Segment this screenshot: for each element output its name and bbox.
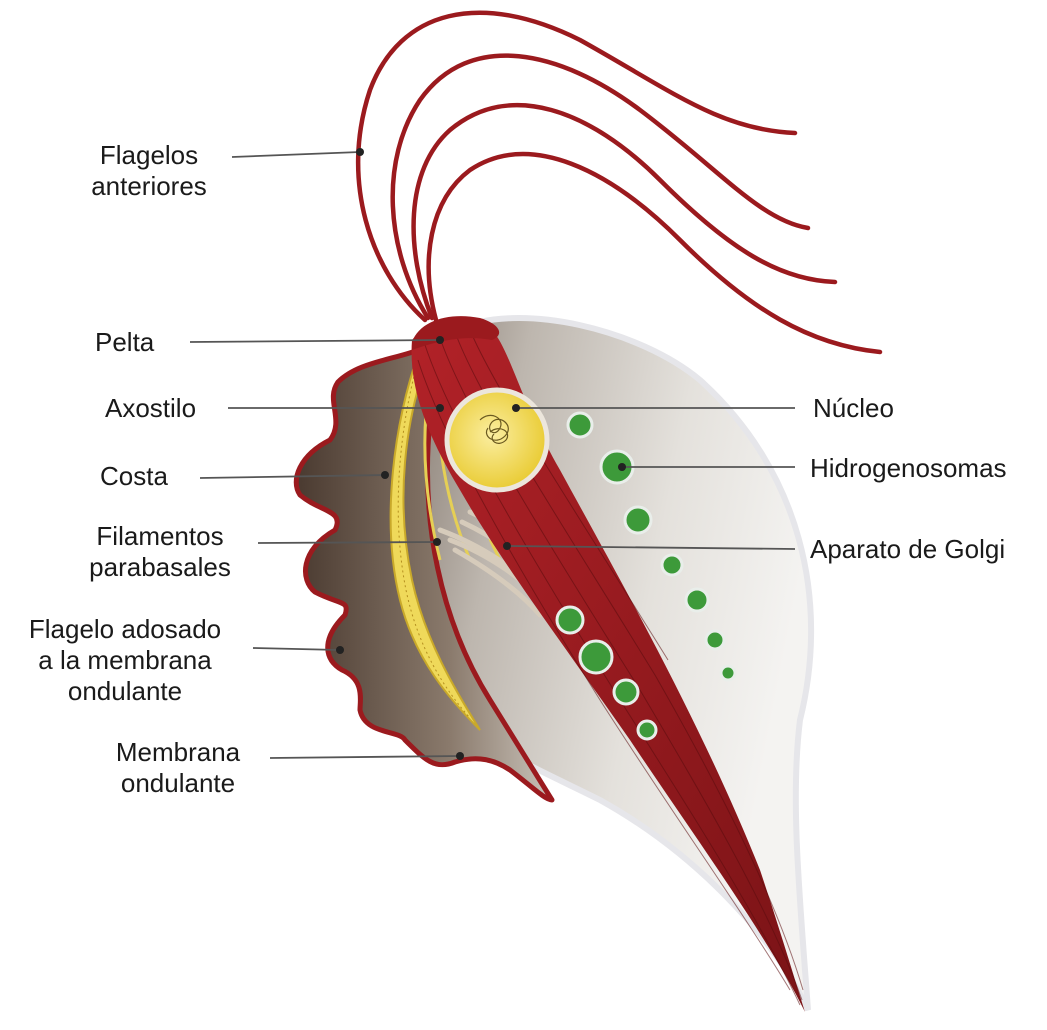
label-line: Costa	[100, 461, 168, 492]
label-line: Membrana	[98, 737, 258, 768]
label-line: Filamentos	[68, 521, 252, 552]
label-nucleo: Núcleo	[813, 393, 894, 424]
label-line: Flagelo adosado	[10, 614, 240, 645]
label-membrana-ondulante: Membrana ondulante	[98, 737, 258, 799]
label-line: parabasales	[68, 552, 252, 583]
label-flagelos-anteriores: Flagelos anteriores	[74, 140, 224, 202]
label-axostilo: Axostilo	[105, 393, 196, 424]
label-line: Axostilo	[105, 393, 196, 424]
label-pelta: Pelta	[95, 327, 154, 358]
label-line: Pelta	[95, 327, 154, 358]
label-line: ondulante	[10, 676, 240, 707]
label-line: Flagelos	[74, 140, 224, 171]
label-flagelo-adosado: Flagelo adosado a la membrana ondulante	[10, 614, 240, 707]
label-line: ondulante	[98, 768, 258, 799]
label-line: Núcleo	[813, 393, 894, 424]
anterior-flagella	[358, 13, 880, 352]
label-costa: Costa	[100, 461, 168, 492]
label-line: Aparato de Golgi	[810, 534, 1005, 565]
label-hidrogenosomas: Hidrogenosomas	[810, 453, 1007, 484]
label-aparato-de-golgi: Aparato de Golgi	[810, 534, 1005, 565]
label-line: Hidrogenosomas	[810, 453, 1007, 484]
label-filamentos-parabasales: Filamentos parabasales	[68, 521, 252, 583]
label-line: anteriores	[74, 171, 224, 202]
label-line: a la membrana	[10, 645, 240, 676]
